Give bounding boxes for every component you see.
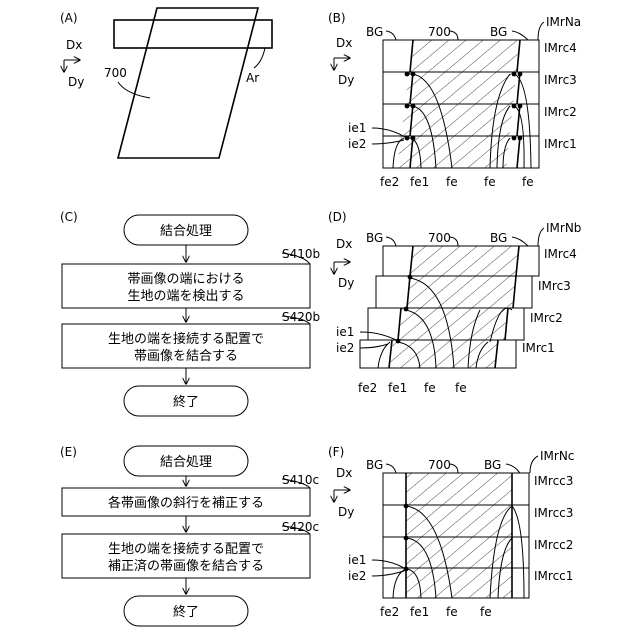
bg-left-label: BG bbox=[366, 458, 383, 472]
bottom-label: fe bbox=[446, 175, 458, 189]
ie2-label: ie2 bbox=[336, 341, 354, 355]
panel-d: (D) Dx Dy bbox=[328, 210, 581, 395]
bottom-label: fe1 bbox=[388, 381, 407, 395]
bg-left-label: BG bbox=[366, 25, 383, 39]
fabric-region bbox=[406, 473, 512, 598]
flow-step-text: 帯画像を結合する bbox=[134, 349, 238, 364]
fabric-number: 700 bbox=[104, 66, 127, 80]
image-label: IMrNa bbox=[546, 15, 581, 29]
bg-right-label: BG bbox=[490, 231, 507, 245]
panel-c-tag: (C) bbox=[60, 210, 78, 224]
strip-label: IMrc3 bbox=[538, 279, 571, 293]
area-label: Ar bbox=[246, 71, 259, 85]
bottom-label: fe bbox=[455, 381, 467, 395]
bottom-label: fe2 bbox=[380, 175, 399, 189]
dy-label: Dy bbox=[68, 75, 84, 89]
axis-arrows bbox=[334, 58, 350, 70]
dx-label: Dx bbox=[336, 36, 352, 50]
fabric-number: 700 bbox=[428, 458, 451, 472]
strip-label: IMrc1 bbox=[544, 137, 577, 151]
strip-label: IMrc1 bbox=[522, 341, 555, 355]
panel-f: (F) Dx Dy bbox=[328, 445, 574, 619]
bottom-label: fe1 bbox=[410, 175, 429, 189]
fabric-number: 700 bbox=[428, 25, 451, 39]
panel-d-tag: (D) bbox=[328, 210, 347, 224]
dy-label: Dy bbox=[338, 276, 354, 290]
ie2-label: ie2 bbox=[348, 137, 366, 151]
panel-c: (C) 結合処理 S410b 帯画像の端における 生地の端を検出する S420b… bbox=[60, 210, 320, 416]
flow-step-text: 補正済の帯画像を結合する bbox=[108, 558, 264, 574]
ie1-label: ie1 bbox=[336, 325, 354, 339]
strip-label: IMrc3 bbox=[544, 73, 577, 87]
panel-e: (E) 結合処理 S410c 各帯画像の斜行を補正する S420c 生地の端を接… bbox=[60, 445, 319, 626]
dx-label: Dx bbox=[336, 466, 352, 480]
bg-right-label: BG bbox=[490, 25, 507, 39]
bottom-label: fe2 bbox=[358, 381, 377, 395]
bottom-label: fe bbox=[480, 605, 492, 619]
axis-arrows bbox=[334, 490, 350, 502]
strip-label: IMrcc3 bbox=[534, 474, 573, 488]
panel-b-tag: (B) bbox=[328, 11, 346, 25]
bg-left-label: BG bbox=[366, 231, 383, 245]
strip-label: IMrc4 bbox=[544, 41, 577, 55]
panel-a: (A) Dx Dy 700 Ar bbox=[60, 8, 272, 158]
strip-label: IMrcc3 bbox=[534, 506, 573, 520]
strip-label: IMrcc2 bbox=[534, 538, 573, 552]
bottom-label: fe1 bbox=[410, 605, 429, 619]
bottom-label: fe bbox=[522, 175, 534, 189]
fabric-parallelogram bbox=[118, 8, 258, 158]
flow-end-label: 終了 bbox=[173, 604, 199, 620]
flow-step-text: 生地の端を検出する bbox=[127, 289, 244, 304]
flow-step-text: 生地の端を接続する配置で bbox=[108, 541, 264, 557]
dy-label: Dy bbox=[338, 505, 354, 519]
strip-label: IMrc2 bbox=[530, 311, 563, 325]
axis-arrows bbox=[334, 262, 350, 274]
panel-a-tag: (A) bbox=[60, 11, 78, 25]
flow-step-text: 生地の端を接続する配置で bbox=[108, 331, 264, 347]
strip-label: IMrcc1 bbox=[534, 569, 573, 583]
bottom-label: fe bbox=[424, 381, 436, 395]
leader-line bbox=[254, 48, 265, 68]
bottom-label: fe bbox=[484, 175, 496, 189]
image-label: IMrNb bbox=[546, 221, 581, 235]
panel-f-tag: (F) bbox=[328, 445, 344, 459]
dx-label: Dx bbox=[336, 237, 352, 251]
flow-start-label: 結合処理 bbox=[160, 455, 212, 470]
dy-label: Dy bbox=[338, 73, 354, 87]
flow-start-label: 結合処理 bbox=[160, 224, 212, 239]
fabric-number: 700 bbox=[428, 231, 451, 245]
bottom-label: fe bbox=[446, 605, 458, 619]
flow-step-text: 帯画像の端における bbox=[127, 272, 244, 287]
dx-label: Dx bbox=[66, 38, 82, 52]
strip-label: IMrc2 bbox=[544, 105, 577, 119]
bg-right-label: BG bbox=[484, 458, 501, 472]
ie1-label: ie1 bbox=[348, 553, 366, 567]
panel-b: (B) Dx Dy bbox=[328, 11, 581, 189]
image-label: IMrNc bbox=[540, 449, 574, 463]
panel-e-tag: (E) bbox=[60, 445, 77, 459]
strip-label: IMrc4 bbox=[544, 247, 577, 261]
flow-end-label: 終了 bbox=[173, 394, 199, 410]
axis-arrows bbox=[64, 60, 80, 72]
flow-step-text: 各帯画像の斜行を補正する bbox=[108, 495, 264, 511]
ie1-label: ie1 bbox=[348, 121, 366, 135]
ie2-label: ie2 bbox=[348, 569, 366, 583]
bottom-label: fe2 bbox=[380, 605, 399, 619]
